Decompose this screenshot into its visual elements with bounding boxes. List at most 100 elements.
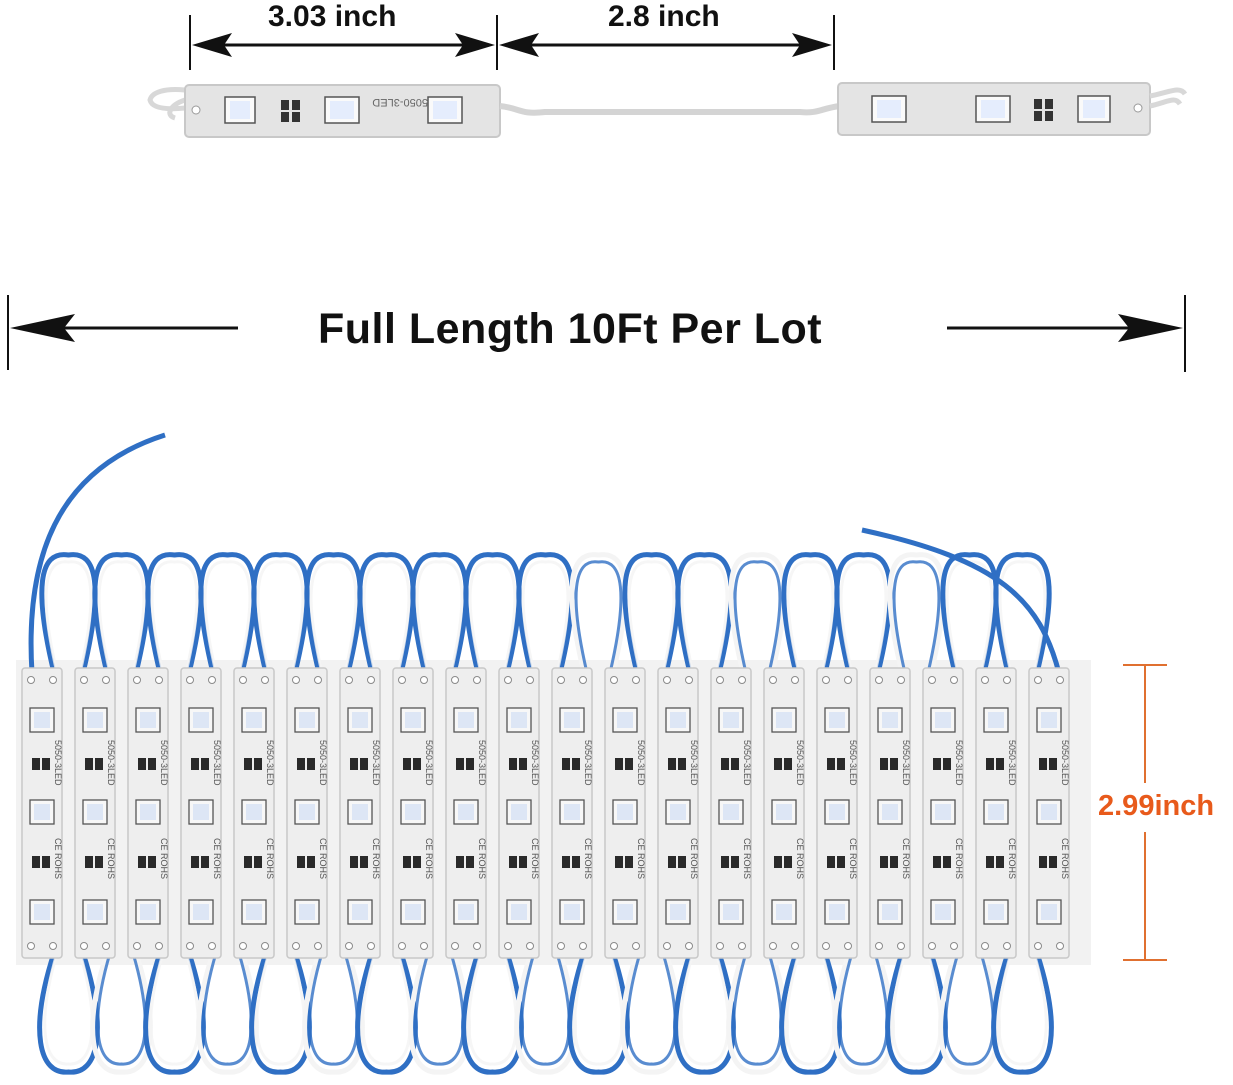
- resistor: [403, 856, 411, 868]
- bottom-wire: [249, 952, 312, 1075]
- resistor: [562, 856, 570, 868]
- bottom-wire-pair: [149, 952, 200, 1066]
- resistor: [721, 856, 729, 868]
- module-marks-print: CE ROHS: [636, 838, 646, 879]
- led-lens: [34, 904, 50, 920]
- resistor: [148, 758, 156, 770]
- resistor: [827, 856, 835, 868]
- module-marks-print: CE ROHS: [265, 838, 275, 879]
- led-lens: [1041, 804, 1057, 820]
- module-marks-print: CE ROHS: [159, 838, 169, 879]
- bottom-wire-pair: [202, 952, 253, 1066]
- lead-wire-right: [861, 527, 1062, 674]
- led-lens: [405, 904, 421, 920]
- solder-pad: [1003, 676, 1011, 684]
- led-lens: [193, 804, 209, 820]
- led-lens: [352, 712, 368, 728]
- top-wire-pair: [998, 560, 1047, 674]
- module-model-print: 5050-3LED: [371, 740, 381, 786]
- bottom-wire: [991, 952, 1054, 1075]
- solder-pad: [928, 942, 936, 950]
- solder-pad: [80, 676, 88, 684]
- solder-pad: [102, 676, 110, 684]
- top-wire-pair: [786, 560, 835, 674]
- top-wire-pair: [150, 560, 199, 674]
- top-wire-pair: [574, 560, 623, 674]
- led-lens: [564, 904, 580, 920]
- solder-pad: [473, 942, 481, 950]
- module-marks-print: CE ROHS: [318, 838, 328, 879]
- led-lens: [34, 712, 50, 728]
- resistor: [827, 758, 835, 770]
- module-model-print: 5050-3LED: [212, 740, 222, 786]
- solder-pad: [27, 676, 35, 684]
- led-lens: [670, 904, 686, 920]
- resistor: [996, 856, 1004, 868]
- full-length-arrow-left: [7, 295, 238, 370]
- top-wire: [993, 552, 1052, 674]
- solder-pad: [261, 676, 269, 684]
- solder-pad: [526, 942, 534, 950]
- solder-pad: [186, 942, 194, 950]
- solder-pad: [1034, 676, 1042, 684]
- resistor: [784, 758, 792, 770]
- top-wire-pair: [627, 560, 676, 674]
- led-lens: [87, 804, 103, 820]
- solder-pad: [155, 942, 163, 950]
- resistor: [625, 758, 633, 770]
- solder-pad: [557, 676, 565, 684]
- module-model-print: 5050-3LED: [901, 740, 911, 786]
- module-model-print: 5050-3LED: [318, 740, 328, 786]
- solder-pad: [981, 676, 989, 684]
- led-lens: [882, 712, 898, 728]
- resistor: [837, 758, 845, 770]
- resistor: [774, 758, 782, 770]
- resistor: [837, 856, 845, 868]
- full-length-label: Full Length 10Ft Per Lot: [318, 305, 823, 353]
- solder-pad: [133, 676, 141, 684]
- bottom-wire-pair: [255, 952, 306, 1066]
- bottom-wire-pair: [626, 952, 677, 1066]
- bottom-wire-pair: [308, 952, 359, 1066]
- led-lens: [723, 904, 739, 920]
- solder-pad: [1056, 676, 1064, 684]
- module-model-print: 5050-3LED: [159, 740, 169, 786]
- resistor: [890, 758, 898, 770]
- led-lens: [988, 712, 1004, 728]
- resistor: [996, 758, 1004, 770]
- resistor: [1039, 758, 1047, 770]
- solder-pad: [685, 942, 693, 950]
- resistor: [307, 856, 315, 868]
- bottom-wire: [938, 952, 1001, 1075]
- led-lens: [935, 904, 951, 920]
- led-lens: [458, 904, 474, 920]
- top-wire-pair: [309, 560, 358, 674]
- module-model-print: 5050-3LED: [954, 740, 964, 786]
- solder-pad: [292, 942, 300, 950]
- resistor: [880, 856, 888, 868]
- top-module-right: [837, 82, 1188, 136]
- solder-pad: [844, 942, 852, 950]
- top-wire-pair: [468, 560, 517, 674]
- resistor: [191, 856, 199, 868]
- led-lens: [405, 804, 421, 820]
- bottom-wire: [567, 952, 630, 1075]
- led-lens: [352, 904, 368, 920]
- bottom-wire-pair: [944, 952, 995, 1066]
- led-lens: [34, 804, 50, 820]
- module-marks-print: CE ROHS: [954, 838, 964, 879]
- solder-pad: [1003, 942, 1011, 950]
- solder-pad: [314, 676, 322, 684]
- module-height-label: 2.99inch: [1098, 790, 1215, 822]
- top-wire-pair: [839, 560, 888, 674]
- resistor: [1049, 758, 1057, 770]
- bottom-wire: [408, 952, 471, 1075]
- module-marks-print: CE ROHS: [371, 838, 381, 879]
